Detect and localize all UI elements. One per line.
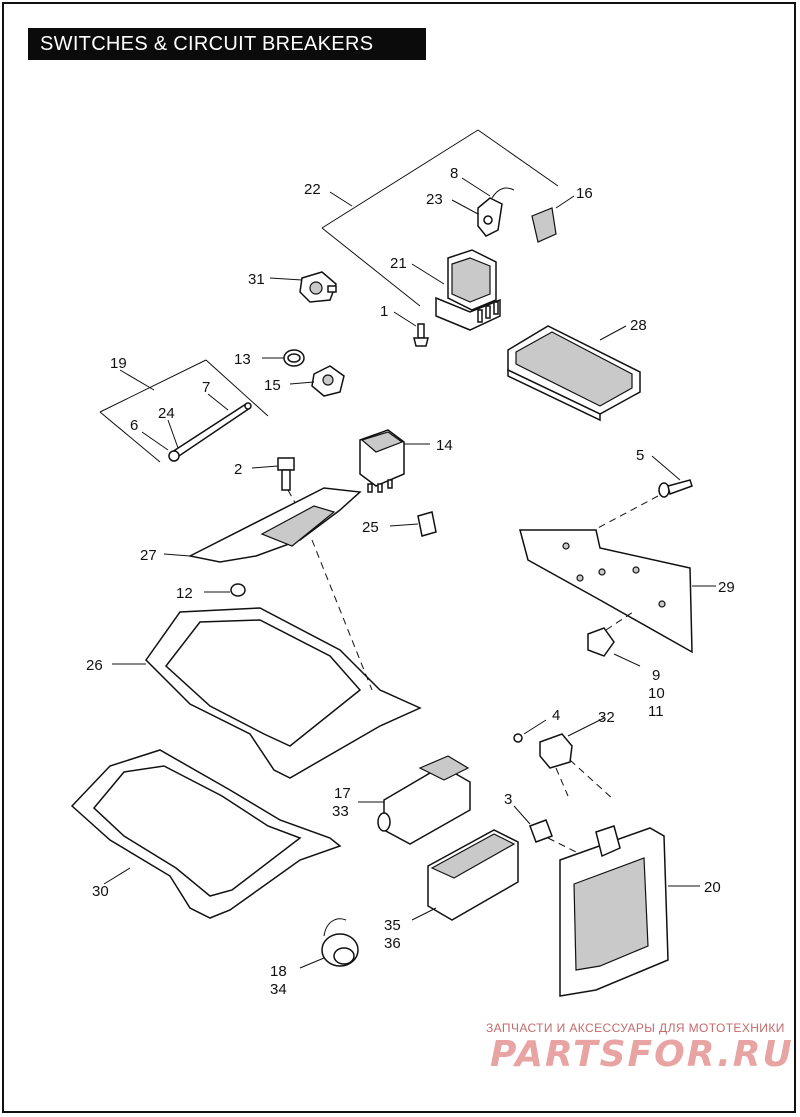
callout-10: 10 bbox=[648, 685, 665, 702]
callout-9: 9 bbox=[652, 667, 660, 684]
callout-18: 18 bbox=[270, 963, 287, 980]
callout-labels: 22 8 16 23 21 31 1 28 13 15 19 7 24 6 14… bbox=[86, 165, 735, 998]
tray-part-26 bbox=[112, 539, 422, 779]
callout-28: 28 bbox=[630, 317, 647, 334]
bracket-part-20 bbox=[559, 825, 700, 997]
connector-part-23 bbox=[451, 177, 515, 237]
callout-34: 34 bbox=[270, 981, 287, 998]
callout-22: 22 bbox=[304, 181, 321, 198]
callout-2: 2 bbox=[234, 461, 242, 478]
callout-17: 17 bbox=[334, 785, 351, 802]
bolt-part-2 bbox=[251, 457, 301, 513]
callout-5: 5 bbox=[636, 447, 644, 464]
callout-32: 32 bbox=[598, 709, 615, 726]
module-part-35 bbox=[411, 829, 519, 921]
callout-7: 7 bbox=[202, 379, 210, 396]
bracket-group-22 bbox=[321, 129, 559, 307]
plate-part-27 bbox=[163, 487, 362, 563]
grommet-part-12 bbox=[204, 583, 246, 597]
panel-part-29 bbox=[519, 529, 716, 654]
callout-6: 6 bbox=[130, 417, 138, 434]
callout-23: 23 bbox=[426, 191, 443, 208]
callout-24: 24 bbox=[158, 405, 175, 422]
switch-part-17 bbox=[358, 755, 471, 845]
o-ring-part-13 bbox=[262, 349, 305, 367]
callout-33: 33 bbox=[332, 803, 349, 820]
screw-part-1 bbox=[393, 311, 429, 347]
callout-21: 21 bbox=[390, 255, 407, 272]
page-title: SWITCHES & CIRCUIT BREAKERS bbox=[28, 28, 426, 60]
relay-part-14 bbox=[359, 429, 430, 493]
ground-strap-group-19 bbox=[99, 359, 269, 463]
callout-15: 15 bbox=[264, 377, 281, 394]
callout-31: 31 bbox=[248, 271, 265, 288]
callout-12: 12 bbox=[176, 585, 193, 602]
callout-14: 14 bbox=[436, 437, 453, 454]
watermark-tagline: ЗАПЧАСТИ И АКСЕССУАРЫ ДЛЯ МОТОТЕХНИКИ bbox=[486, 1021, 785, 1035]
clip-part-9 bbox=[587, 609, 641, 667]
key-fob-part-18 bbox=[299, 918, 359, 969]
callout-11: 11 bbox=[648, 703, 664, 720]
switch-part-15 bbox=[289, 365, 345, 397]
callout-1: 1 bbox=[380, 303, 388, 320]
callout-35: 35 bbox=[384, 917, 401, 934]
callout-13: 13 bbox=[234, 351, 251, 368]
callout-3: 3 bbox=[504, 791, 512, 808]
switch-part-31 bbox=[269, 271, 337, 303]
pin-part-5 bbox=[593, 455, 693, 531]
callout-26: 26 bbox=[86, 657, 103, 674]
callout-27: 27 bbox=[140, 547, 157, 564]
terminal-part-16 bbox=[531, 195, 575, 243]
callout-25: 25 bbox=[362, 519, 379, 536]
fuse-part-25 bbox=[389, 511, 437, 537]
callout-16: 16 bbox=[576, 185, 593, 202]
screw-part-4 bbox=[513, 719, 547, 743]
callout-19: 19 bbox=[110, 355, 127, 372]
circuit-breaker-part-21 bbox=[411, 249, 501, 331]
callout-8: 8 bbox=[450, 165, 458, 182]
callout-30: 30 bbox=[92, 883, 109, 900]
module-part-32 bbox=[539, 717, 615, 801]
tray-part-30 bbox=[70, 749, 342, 919]
bolt-part-3 bbox=[513, 805, 589, 859]
callout-20: 20 bbox=[704, 879, 721, 896]
callout-36: 36 bbox=[384, 935, 401, 952]
watermark-logo: PARTSFOR.RU bbox=[490, 1034, 794, 1075]
callout-4: 4 bbox=[552, 707, 560, 724]
callout-29: 29 bbox=[718, 579, 735, 596]
cover-part-28 bbox=[507, 325, 641, 422]
